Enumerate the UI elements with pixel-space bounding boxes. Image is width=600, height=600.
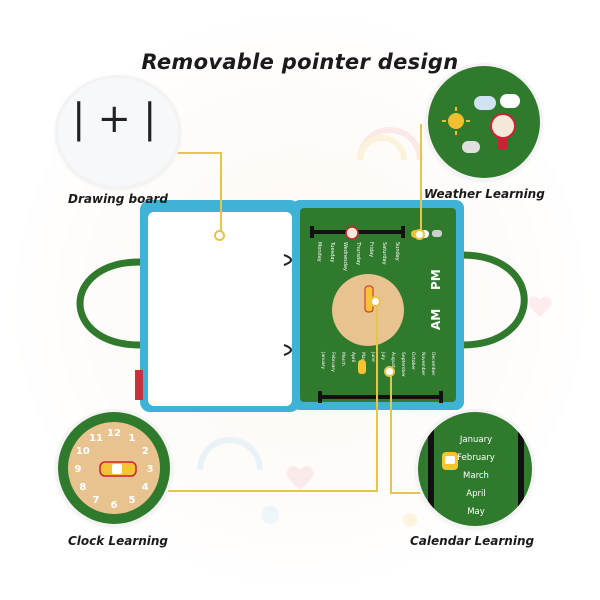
weekday-label: Sunday (394, 242, 400, 261)
leader-weather-dot (414, 229, 425, 240)
month-label: February (330, 352, 336, 372)
weekday-label: Tuesday (329, 241, 335, 262)
drawing-sketch: |+| (72, 96, 169, 142)
clock-number: 3 (147, 464, 154, 475)
weather-icons (442, 94, 520, 153)
pm-label: PM (429, 269, 443, 290)
am-label: AM (429, 309, 443, 330)
month-label: May (360, 352, 366, 362)
label-calendar-learning: Calendar Learning (410, 534, 535, 548)
leader-calendar-dot (384, 366, 395, 377)
label-clock-learning: Clock Learning (68, 534, 169, 548)
clock-number: 1 (129, 433, 136, 444)
month-label: September (400, 352, 406, 377)
month-label: August (390, 352, 396, 368)
leader-weather (420, 124, 422, 234)
calendar-month-label: April (466, 489, 485, 499)
weekday-label: Thursday (355, 241, 361, 265)
month-label: December (430, 352, 436, 375)
clock-number: 8 (79, 482, 86, 493)
calendar-month-label: February (457, 453, 495, 463)
weekday-label: Wednesday (342, 242, 348, 271)
right-handle (461, 251, 528, 349)
month-label: October (410, 352, 416, 370)
page-title: Removable pointer design (141, 50, 459, 74)
calendar-month-label: March (463, 471, 489, 481)
leader-drawing-dot (214, 230, 225, 241)
leader-calendar (390, 372, 392, 494)
month-pointer (358, 360, 366, 374)
weather-zoom (428, 66, 540, 178)
month-label: June (370, 351, 376, 362)
clock-number: 11 (89, 433, 103, 444)
weekday-label: Monday (316, 242, 322, 262)
clock-number: 10 (76, 446, 90, 457)
month-label: January (320, 351, 326, 369)
left-handle (76, 258, 141, 349)
drawing-board-zoom: |+| (58, 78, 178, 186)
drawing-board-panel (148, 212, 292, 406)
leader-clock-v (376, 300, 378, 492)
calendar-month-label: May (467, 507, 485, 517)
label-drawing-board: Drawing board (68, 192, 168, 206)
day-pointer (345, 226, 359, 240)
month-label: November (420, 352, 426, 376)
leader-clock (150, 490, 378, 492)
clock-number: 7 (93, 495, 100, 506)
clock-number: 2 (142, 446, 149, 457)
clock-number: 4 (142, 482, 149, 493)
month-label: April (350, 352, 356, 362)
clock-number: 12 (107, 428, 121, 439)
leader-drawing-v (220, 152, 222, 234)
leader-clock-dot (370, 296, 381, 307)
label-weather-learning: Weather Learning (424, 187, 545, 201)
clock-number: 9 (75, 464, 82, 475)
weekday-label: Saturday (381, 242, 387, 265)
month-label: March (340, 352, 346, 366)
clock-number: 5 (129, 495, 136, 506)
clock-number: 6 (111, 500, 118, 511)
calendar-month-label: January (459, 435, 492, 445)
leader-drawing (178, 152, 222, 154)
weekday-label: Friday (368, 242, 374, 257)
month-label: July (380, 351, 386, 360)
